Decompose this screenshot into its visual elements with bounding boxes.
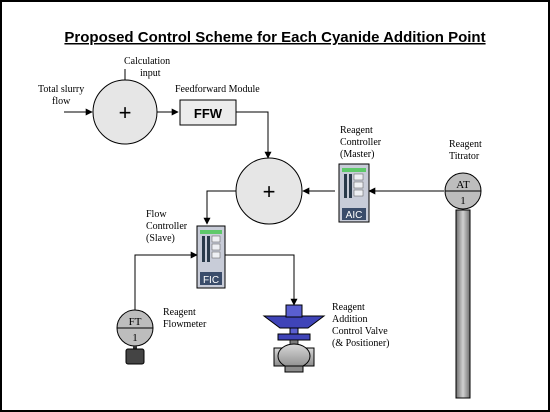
valve-body: [277, 343, 311, 369]
svg-text:Controller: Controller: [146, 221, 188, 232]
ffw-to-summer-line: [236, 111, 272, 159]
summing-junction-1: +: [92, 79, 158, 145]
svg-text:Reagent: Reagent: [449, 139, 482, 150]
svg-text:(Slave): (Slave): [146, 233, 175, 244]
svg-text:Titrator: Titrator: [449, 151, 480, 162]
aic-controller: AIC: [338, 163, 370, 223]
svg-text:flow: flow: [52, 96, 71, 107]
reagent-flowmeter-instrument: FT 1: [116, 309, 154, 365]
svg-text:Reagent: Reagent: [340, 125, 373, 136]
ffw-module: FFW: [179, 99, 237, 126]
valve-actuator: [262, 315, 326, 329]
feedforward-module-label: Feedforward Module: [175, 84, 260, 95]
svg-text:Flow: Flow: [146, 209, 167, 220]
ft-loop-number: 1: [132, 332, 138, 344]
fic-label: FIC: [203, 275, 219, 286]
control-valve: [262, 304, 326, 373]
svg-text:Reagent: Reagent: [163, 307, 196, 318]
total-slurry-flow-label: Total slurry flow: [38, 84, 84, 107]
svg-text:input: input: [140, 68, 161, 79]
page-title: Proposed Control Scheme for Each Cyanide…: [64, 29, 485, 46]
at-tag: AT: [456, 179, 470, 191]
ffw-label: FFW: [194, 106, 223, 121]
summing-junction-2: +: [235, 157, 303, 225]
reagent-titrator-label: Reagent Titrator: [449, 139, 482, 162]
svg-text:Controller: Controller: [340, 137, 382, 148]
fic-to-valve-line: [225, 254, 298, 306]
ft-to-fic-line: [134, 251, 198, 310]
control-valve-label: Reagent Addition Control Valve (& Positi…: [332, 302, 390, 349]
summer-to-fic-line: [203, 190, 236, 225]
aic-label: AIC: [346, 210, 363, 221]
titrator-probe: [455, 209, 471, 399]
svg-text:(Master): (Master): [340, 149, 374, 160]
fic-controller: FIC: [196, 225, 226, 289]
svg-text:Calculation: Calculation: [124, 56, 170, 67]
ft-tag: FT: [129, 316, 142, 328]
svg-text:Total slurry: Total slurry: [38, 84, 84, 95]
svg-text:Flowmeter: Flowmeter: [163, 319, 207, 330]
svg-text:(& Positioner): (& Positioner): [332, 338, 390, 349]
svg-text:Addition: Addition: [332, 314, 368, 325]
svg-text:Reagent: Reagent: [332, 302, 365, 313]
reagent-titrator-instrument: AT 1: [444, 172, 482, 399]
summer-plus-symbol: +: [119, 100, 132, 125]
reagent-flowmeter-label: Reagent Flowmeter: [163, 307, 207, 330]
calculation-input-label: Calculation input: [124, 56, 170, 79]
svg-text:Control Valve: Control Valve: [332, 326, 388, 337]
summer-plus-symbol: +: [263, 179, 276, 204]
reagent-controller-label: Reagent Controller (Master): [340, 125, 382, 160]
flow-controller-label: Flow Controller (Slave): [146, 209, 188, 244]
at-loop-number: 1: [460, 195, 466, 207]
flowmeter-body: [125, 348, 145, 365]
